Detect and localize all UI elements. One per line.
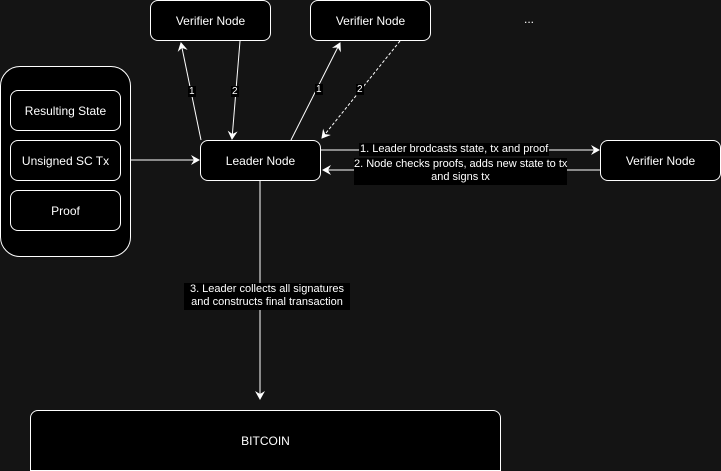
checks-label-line2: and signs tx xyxy=(431,171,490,183)
verifier-node-label: Verifier Node xyxy=(625,153,696,168)
bitcoin-label: BITCOIN xyxy=(241,433,290,448)
edge-label-step2-mid: 2 xyxy=(356,84,364,95)
bitcoin-node[interactable]: BITCOIN xyxy=(30,410,501,471)
verifier-node-right[interactable]: Verifier Node xyxy=(600,140,721,181)
collect-label-line2: and constructs final transaction xyxy=(191,296,343,308)
proof-box[interactable]: Proof xyxy=(10,190,121,231)
proof-label: Proof xyxy=(51,203,80,218)
collect-label-line1: 3. Leader collects all signatures xyxy=(189,283,345,295)
edge-label-step1-mid: 1 xyxy=(315,84,323,95)
checks-label-line1: 2. Node checks proofs, adds new state to… xyxy=(354,158,568,170)
resulting-state-label: Resulting State xyxy=(24,103,107,118)
broadcast-label: 1. Leader brodcasts state, tx and proof xyxy=(359,143,550,156)
verifier-node-label: Verifier Node xyxy=(335,13,406,28)
verifier-node-top-left[interactable]: Verifier Node xyxy=(150,0,271,41)
verifier-node-label: Verifier Node xyxy=(175,13,246,28)
leader-node[interactable]: Leader Node xyxy=(200,140,321,181)
verifier-node-top-mid[interactable]: Verifier Node xyxy=(310,0,431,41)
more-nodes-ellipsis: ... xyxy=(524,12,535,26)
checks-label: 2. Node checks proofs, adds new state to… xyxy=(354,158,567,185)
resulting-state-box[interactable]: Resulting State xyxy=(10,90,121,131)
unsigned-sc-tx-label: Unsigned SC Tx xyxy=(21,153,110,168)
unsigned-sc-tx-box[interactable]: Unsigned SC Tx xyxy=(10,140,121,181)
edge-label-step2-left: 2 xyxy=(231,86,239,97)
edge-label-step1-left: 1 xyxy=(188,86,196,97)
leader-node-label: Leader Node xyxy=(225,153,296,168)
collect-label: 3. Leader collects all signatures and co… xyxy=(184,283,350,310)
